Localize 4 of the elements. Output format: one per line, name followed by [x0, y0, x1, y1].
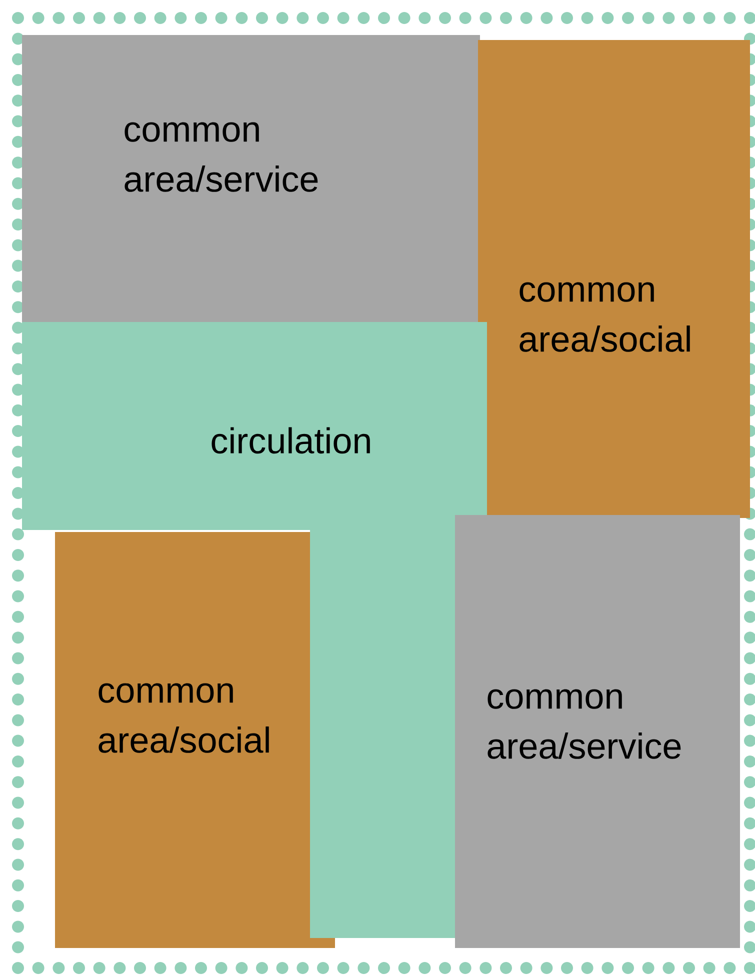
- room-block: common area/service: [22, 35, 480, 322]
- room-block: common area/social: [478, 40, 750, 518]
- room-block: common area/service: [455, 515, 740, 948]
- room-block: common area/social: [55, 532, 335, 948]
